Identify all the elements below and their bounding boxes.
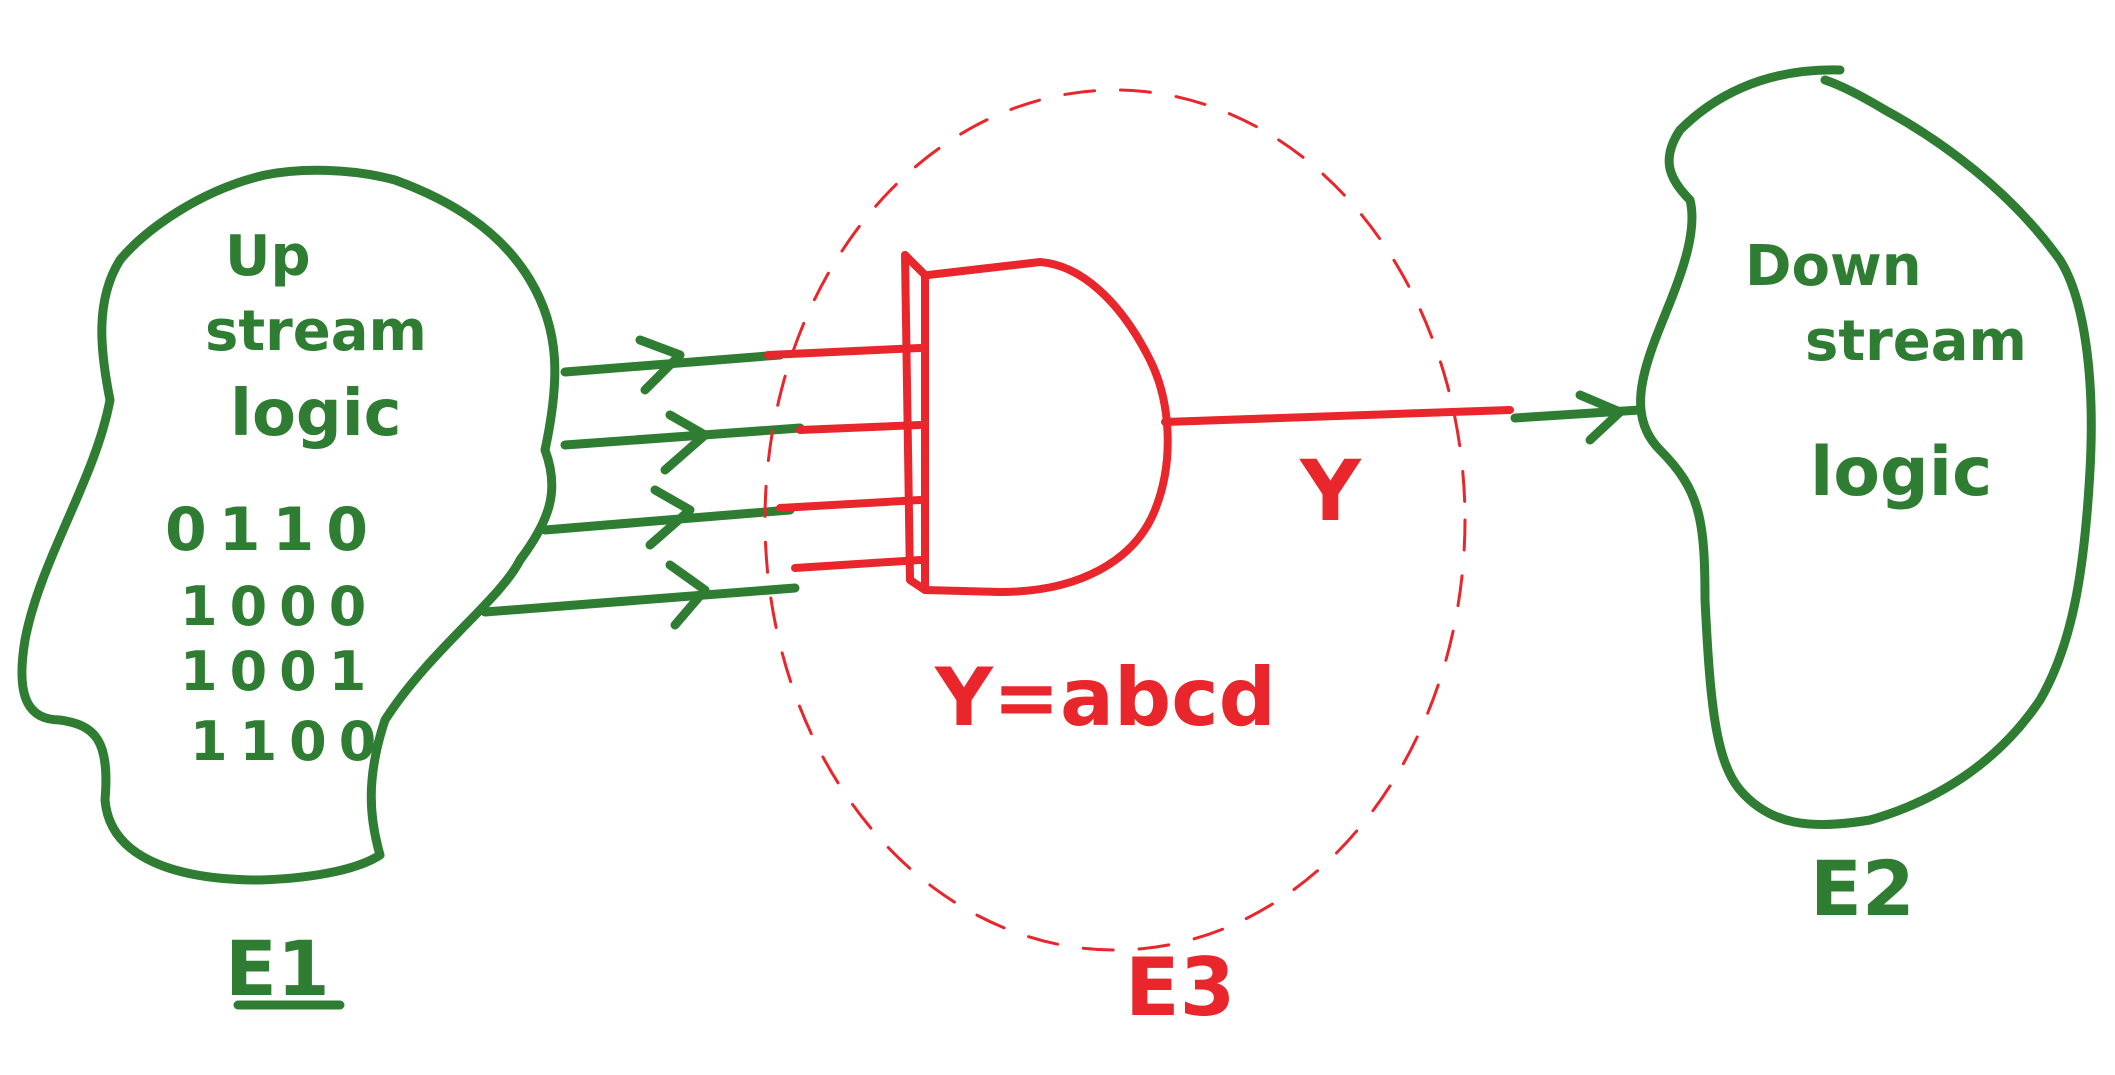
- upstream-blob: [17, 165, 560, 885]
- and-gate: [901, 251, 1172, 596]
- and-gate-back: [901, 251, 929, 594]
- gate-output-wire: [1161, 406, 1514, 426]
- upstream-title-line1: Up: [225, 224, 311, 289]
- downstream-entity-label: E2: [1810, 844, 1915, 933]
- gate-boundary: [763, 88, 1467, 952]
- upstream-pattern-2: 1000: [180, 575, 378, 638]
- gate-equation: Y=abcd: [934, 651, 1276, 744]
- upstream-pattern-1: 0110: [165, 495, 380, 565]
- upstream-pattern-3: 1001: [180, 640, 378, 703]
- output-arrowhead: [1575, 390, 1625, 445]
- upstream-entity-label: E1: [225, 924, 330, 1013]
- upstream-pattern-4: 1100: [190, 710, 388, 773]
- upstream-title-line3: logic: [230, 377, 402, 451]
- gate-output-label: Y: [1299, 442, 1362, 540]
- gate-entity-label: E3: [1125, 941, 1235, 1034]
- downstream-title-line2: stream: [1805, 309, 2027, 374]
- input-wires: [480, 335, 805, 630]
- downstream-title-line3: logic: [1810, 433, 1992, 512]
- downstream-title-line1: Down: [1745, 234, 1922, 299]
- downstream-blob: [1636, 65, 2096, 830]
- upstream-title-line2: stream: [205, 299, 427, 364]
- gate-input-stubs: [764, 344, 924, 572]
